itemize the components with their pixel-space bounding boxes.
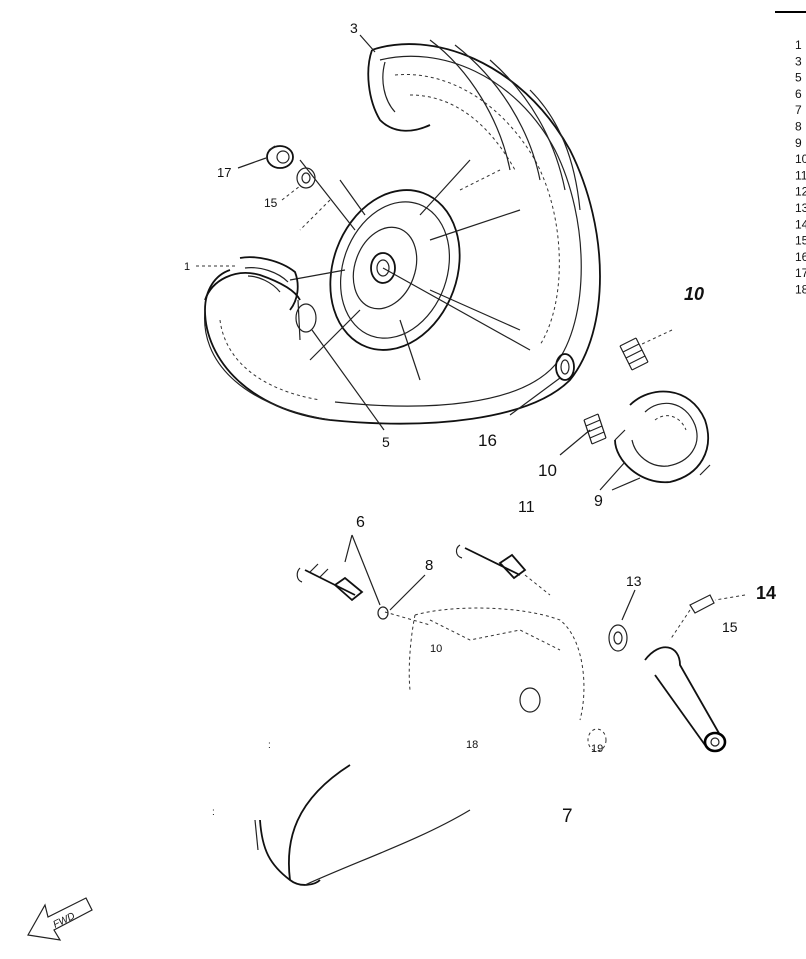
legend-item: 1 xyxy=(795,38,802,52)
washer xyxy=(296,167,316,189)
callout-8: 8 xyxy=(425,557,433,574)
leader-lines xyxy=(196,34,746,621)
bolt-11 xyxy=(455,544,551,596)
legend-item: 15 xyxy=(795,234,806,248)
callout-13: 13 xyxy=(626,573,642,589)
legend-item: 13 xyxy=(795,201,806,215)
callout-11: 11 xyxy=(518,499,535,516)
brake-arm xyxy=(644,594,727,753)
tire xyxy=(204,39,601,425)
callout-9: 9 xyxy=(594,493,603,510)
legend-item: 3 xyxy=(795,54,802,68)
callouts: 3 17 15 1 5 16 10 10 9 6 11 8 13 14 15 1… xyxy=(184,20,776,827)
callout-15: 15 xyxy=(264,196,278,210)
axle-nut xyxy=(266,145,294,169)
cover-outline xyxy=(254,764,471,886)
legend-item: 11 xyxy=(795,168,806,182)
legend-item: 7 xyxy=(795,103,802,117)
legend-item: 14 xyxy=(795,217,806,231)
svg-text::: : xyxy=(268,740,271,751)
spring-lower xyxy=(583,413,607,445)
legend-item: 16 xyxy=(795,250,806,264)
svg-text::: : xyxy=(212,807,215,818)
stray-marks: : : xyxy=(212,740,271,818)
legend-item: 5 xyxy=(795,71,802,85)
tube-section xyxy=(239,256,299,311)
callout-7: 7 xyxy=(562,806,573,827)
callout-10-lower: 10 xyxy=(538,461,557,480)
callout-10-upper: 10 xyxy=(684,284,704,304)
callout-14: 14 xyxy=(756,583,776,603)
washer-13 xyxy=(608,624,628,652)
legend-item: 9 xyxy=(795,136,802,150)
brake-shoes xyxy=(614,390,711,483)
callout-16: 16 xyxy=(478,431,497,450)
bolt xyxy=(296,563,364,602)
front-direction-arrow: FWD xyxy=(27,897,93,941)
callout-18: 18 xyxy=(466,739,478,751)
oil-seal xyxy=(555,353,575,381)
callout-5: 5 xyxy=(382,434,390,450)
spring-upper xyxy=(619,337,649,371)
o-ring xyxy=(377,606,389,620)
transmission-case xyxy=(384,607,607,752)
callout-3: 3 xyxy=(350,20,358,36)
callout-1: 1 xyxy=(184,261,190,273)
callout-15-arm: 15 xyxy=(722,619,738,635)
callout-19: 19 xyxy=(591,743,603,755)
legend-item: 10 xyxy=(795,152,806,166)
wheel-hub xyxy=(289,159,531,381)
legend-item: 17 xyxy=(795,266,806,280)
callout-10-case: 10 xyxy=(430,643,442,655)
callout-6: 6 xyxy=(356,514,365,531)
legend-item: 18 xyxy=(795,283,806,297)
legend-item: 6 xyxy=(795,87,802,101)
legend-item: 12 xyxy=(795,185,806,199)
callout-17: 17 xyxy=(217,165,231,180)
bearing xyxy=(295,299,317,341)
legend-item: 8 xyxy=(795,120,802,134)
